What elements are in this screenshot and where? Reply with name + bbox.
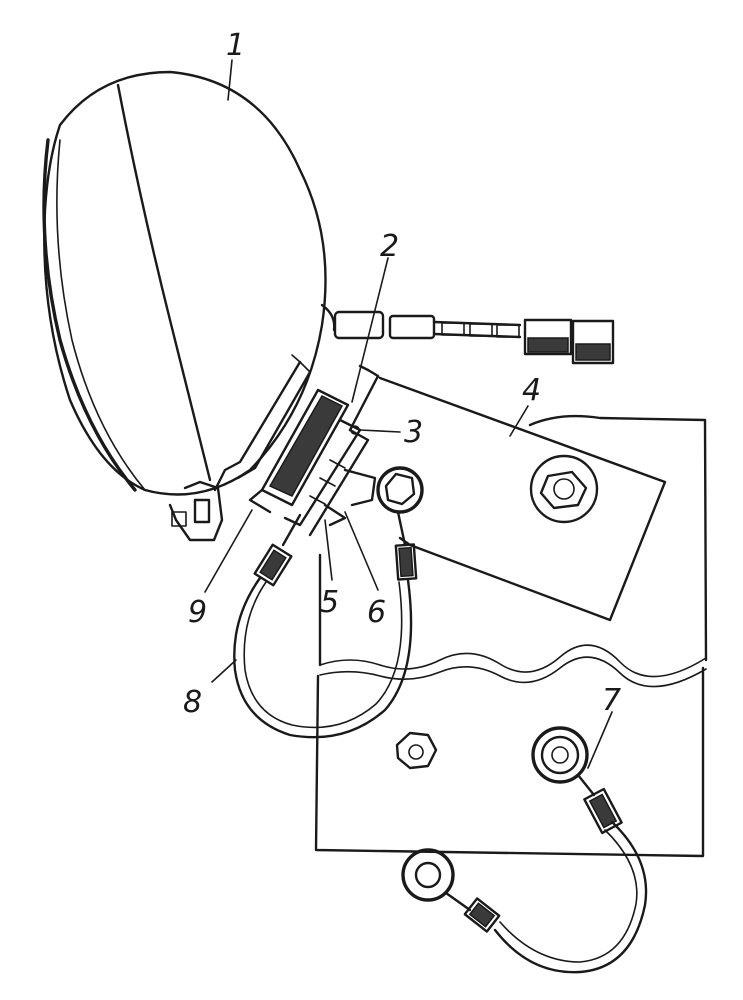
callout-8: 8 (183, 685, 202, 720)
callout-9: 9 (188, 595, 207, 630)
callout-2: 2 (380, 229, 399, 264)
ground-cable (401, 773, 648, 974)
switch-contact-plate (283, 418, 370, 537)
switch-terminal (323, 466, 424, 527)
battery-terminal-right (531, 726, 589, 784)
switch-cable (233, 510, 418, 739)
lamp-housing (42, 70, 336, 496)
battery-outline (314, 414, 708, 858)
switch-body (248, 388, 350, 514)
callout-7: 7 (602, 683, 621, 718)
callout-labels: 1 2 3 4 5 6 7 8 9 (183, 28, 621, 720)
callout-4: 4 (522, 373, 541, 408)
leader-lines (204, 59, 613, 769)
bracket-nut (529, 454, 599, 524)
lamp-cable (333, 310, 615, 365)
callout-6: 6 (367, 595, 386, 630)
battery-terminal-left (395, 731, 438, 770)
callout-5: 5 (320, 585, 339, 620)
switch-lever (348, 364, 380, 432)
lamp-bracket-arm (213, 354, 312, 492)
callout-3: 3 (404, 415, 423, 450)
callout-1: 1 (226, 28, 245, 63)
lamp-mount-foot (168, 480, 224, 542)
mounting-bracket (371, 371, 667, 622)
